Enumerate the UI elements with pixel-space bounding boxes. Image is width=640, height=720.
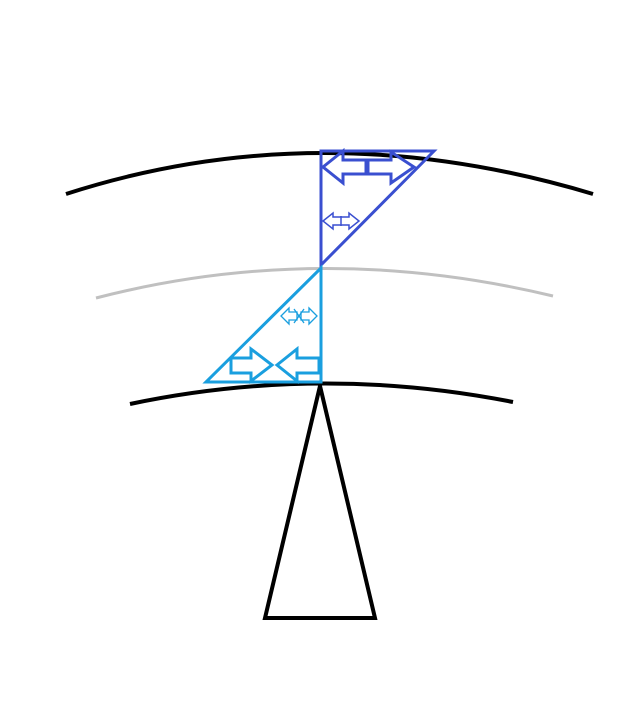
converging-arrows-icon bbox=[280, 306, 318, 326]
antenna-stand bbox=[262, 385, 378, 620]
double-headed-arrow-icon bbox=[320, 147, 368, 187]
lower-triangle bbox=[202, 264, 323, 385]
middle-arc bbox=[95, 267, 554, 300]
double-headed-arrow-icon bbox=[366, 149, 417, 186]
double-headed-arrow-icon bbox=[321, 211, 361, 231]
double-headed-arrow-icon bbox=[229, 345, 275, 385]
upper-triangle bbox=[319, 147, 438, 269]
left-arrow-icon bbox=[274, 345, 321, 385]
outer-arc bbox=[65, 151, 594, 196]
